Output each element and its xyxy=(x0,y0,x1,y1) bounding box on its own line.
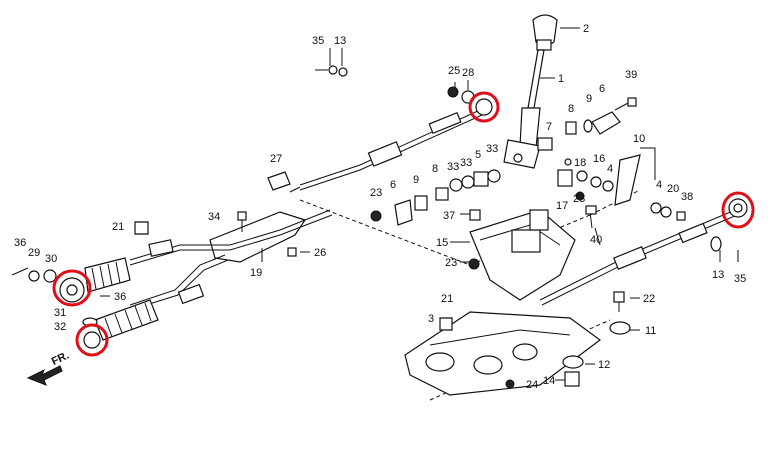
shift-cable-upper xyxy=(289,109,483,193)
select-cable-right xyxy=(539,207,743,306)
shift-lever xyxy=(503,49,545,169)
callout-8b: 8 xyxy=(432,163,438,175)
callout-33b: 33 xyxy=(460,157,472,169)
callout-10: 10 xyxy=(633,133,645,145)
callouts: 2 1 35 13 25 28 39 6 9 8 7 10 16 4 18 17… xyxy=(14,23,746,391)
callout-11: 11 xyxy=(645,325,656,337)
callout-21: 21 xyxy=(112,221,124,233)
highlight-part-36 xyxy=(52,269,92,307)
highlight-part-28 xyxy=(468,91,500,123)
callout-13b: 13 xyxy=(712,269,724,281)
hardware-parts xyxy=(11,65,748,389)
cable-boot-upper xyxy=(84,257,131,293)
callout-28: 28 xyxy=(462,67,474,79)
callout-13: 13 xyxy=(334,35,346,47)
callout-36b: 36 xyxy=(114,291,126,303)
front-direction-label: FR. xyxy=(50,350,71,368)
callout-36: 36 xyxy=(14,237,26,249)
callout-17: 17 xyxy=(556,200,568,212)
callout-3: 3 xyxy=(428,313,434,325)
callout-2: 2 xyxy=(583,23,589,35)
callout-33: 33 xyxy=(447,161,459,173)
callout-38: 38 xyxy=(681,191,693,203)
callout-32: 32 xyxy=(54,321,66,333)
red-highlights xyxy=(52,91,755,357)
callout-5: 5 xyxy=(475,149,481,161)
callout-35: 35 xyxy=(312,35,324,47)
cable-boot-lower xyxy=(94,299,159,341)
callout-7: 7 xyxy=(546,121,552,133)
callout-4: 4 xyxy=(607,163,613,175)
callout-29: 29 xyxy=(28,247,40,259)
shift-knob xyxy=(532,14,558,51)
callout-23: 23 xyxy=(573,193,585,205)
callout-6b: 6 xyxy=(390,179,396,191)
callout-30: 30 xyxy=(45,253,57,265)
callout-15: 15 xyxy=(436,237,448,249)
callout-22: 22 xyxy=(643,293,655,305)
callout-27: 27 xyxy=(270,153,282,165)
callout-21b: 21 xyxy=(441,293,453,305)
callout-23c: 23 xyxy=(445,257,457,269)
callout-1: 1 xyxy=(558,73,564,85)
callout-9b: 9 xyxy=(413,174,419,186)
highlight-part-32 xyxy=(75,323,109,357)
callout-14: 14 xyxy=(543,375,555,387)
callout-34: 34 xyxy=(208,211,220,223)
callout-9: 9 xyxy=(586,93,592,105)
front-arrow-icon: FR. xyxy=(26,350,71,386)
callout-40: 40 xyxy=(590,234,602,246)
callout-6: 6 xyxy=(599,83,605,95)
callout-25: 25 xyxy=(448,65,460,77)
callout-35b: 35 xyxy=(734,273,746,285)
leader-lines xyxy=(100,27,739,381)
callout-8: 8 xyxy=(568,103,574,115)
callout-19: 19 xyxy=(250,267,262,279)
callout-23b: 23 xyxy=(370,187,382,199)
callout-16: 16 xyxy=(593,153,605,165)
callout-18: 18 xyxy=(574,157,586,169)
callout-31: 31 xyxy=(54,307,66,319)
shift-housing xyxy=(469,209,576,301)
callout-4b: 4 xyxy=(656,179,662,191)
callout-33c: 33 xyxy=(486,143,498,155)
lower-cable-bracket xyxy=(129,209,333,311)
callout-12: 12 xyxy=(598,359,610,371)
highlight-part-13-right xyxy=(721,191,755,229)
callout-20: 20 xyxy=(667,183,679,195)
callout-39: 39 xyxy=(625,69,637,81)
callout-37: 37 xyxy=(443,210,455,222)
callout-26: 26 xyxy=(314,247,326,259)
callout-24: 24 xyxy=(526,379,538,391)
